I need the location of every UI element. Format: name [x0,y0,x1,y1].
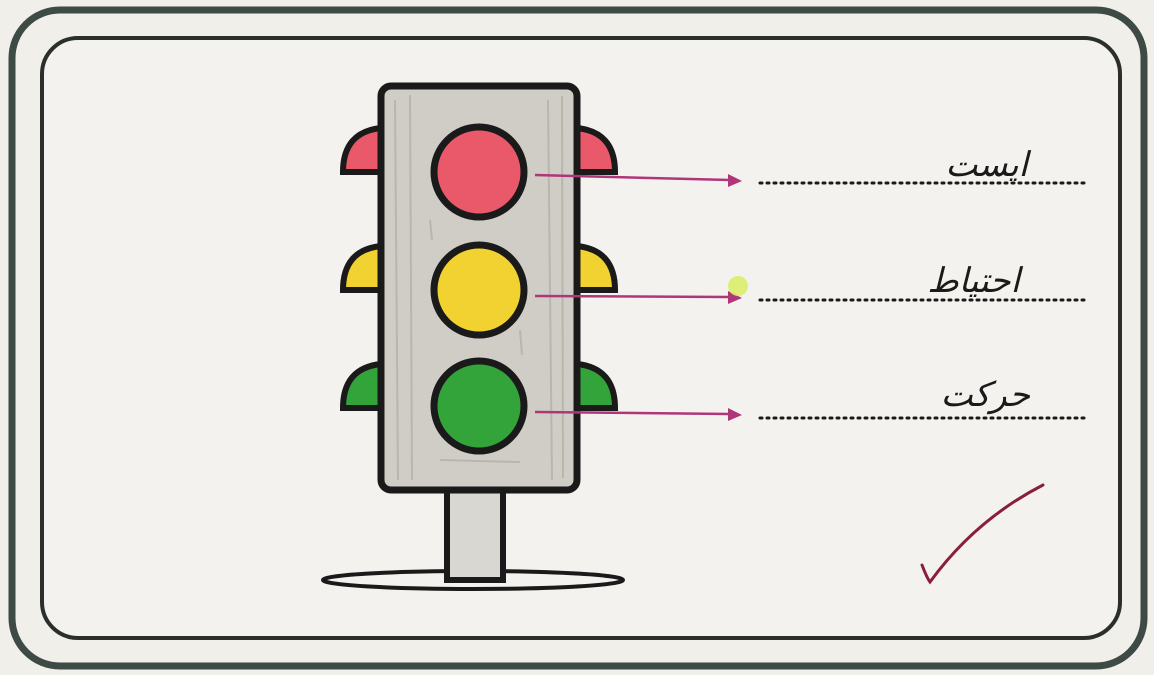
answer-stop: ایست [858,148,1028,182]
answer-go: حرکت [930,378,1030,412]
answer-caution: احتیاط [840,264,1020,298]
red-lamp [434,127,524,217]
pole [447,488,503,580]
yellow-lamp [434,245,524,335]
green-lamp [434,361,524,451]
highlighter-mark [728,276,748,296]
arrow-yellow-line [535,296,730,297]
